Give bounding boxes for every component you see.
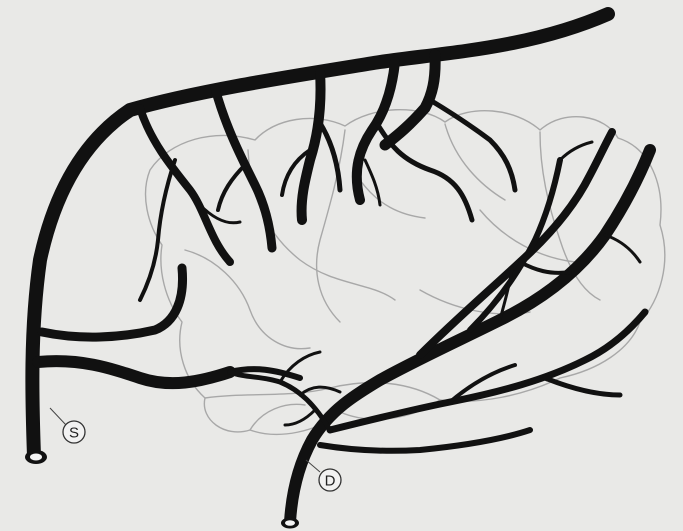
superficial-opening-lumen: [30, 454, 42, 461]
label-d-text: D: [325, 473, 336, 490]
label-s-text: S: [69, 425, 79, 442]
deep-opening-lumen: [285, 520, 295, 526]
